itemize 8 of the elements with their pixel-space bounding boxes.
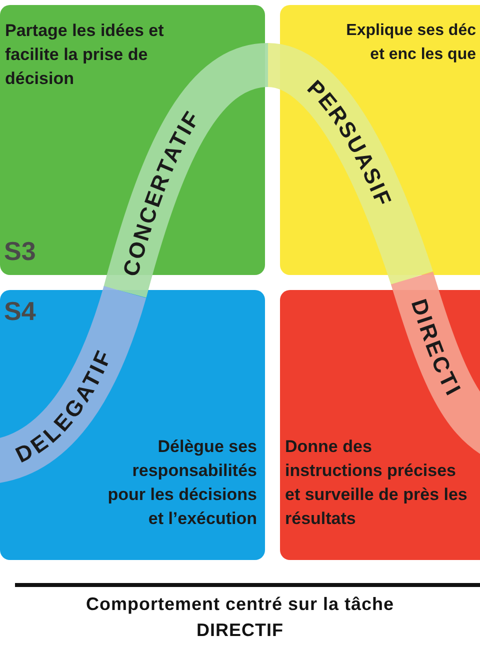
description-text: Donne des instructions précises et surveille de près les résultats <box>285 436 468 530</box>
description-text: Partage les idées et facilite la prise de décision <box>5 20 165 90</box>
description-text: Explique ses déc et enc les que <box>346 21 476 65</box>
axis-title: Comportement centré sur la tâche <box>84 594 396 615</box>
description-text: Délègue ses responsabilités pour les décisions et l’exécution <box>108 437 257 530</box>
axis-title: DIRECTIF <box>196 620 284 641</box>
style-code: S3 <box>4 236 36 267</box>
style-code: S4 <box>4 296 36 327</box>
